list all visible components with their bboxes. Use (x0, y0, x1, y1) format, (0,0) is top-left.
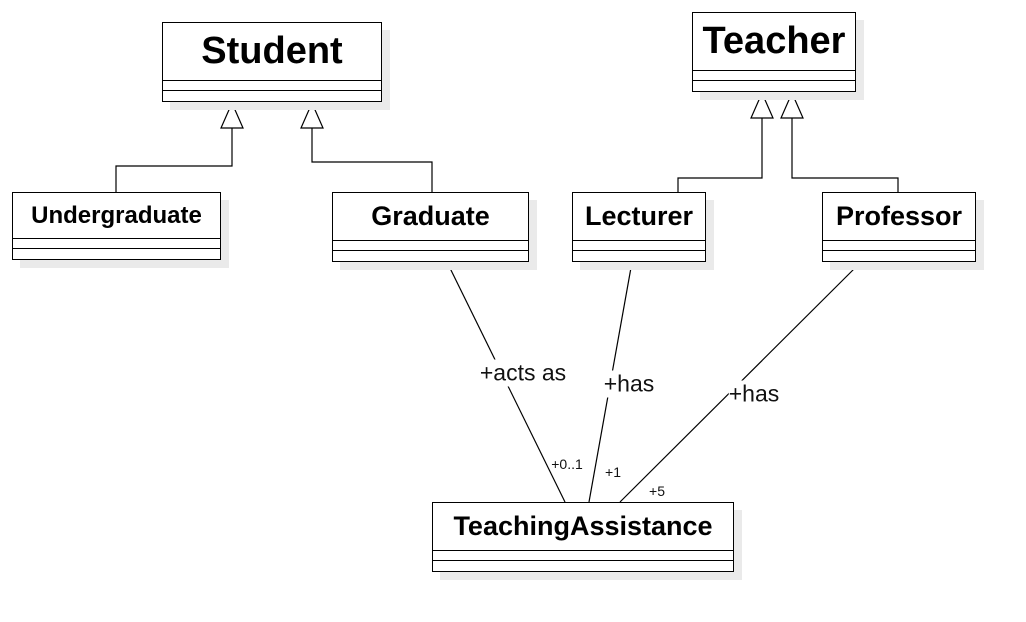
generalization-undergraduate-student (115, 128, 233, 192)
methods-section (433, 561, 733, 571)
multiplicity-label: +1 (605, 464, 621, 480)
methods-section (13, 249, 220, 259)
attributes-section (333, 241, 528, 251)
multiplicity-label: +0..1 (551, 456, 583, 472)
class-name: Student (163, 23, 381, 81)
association-role-label: +acts as (479, 359, 567, 387)
inheritance-arrowhead (750, 91, 774, 119)
class-graduate[interactable]: Graduate (332, 192, 529, 262)
multiplicity-label: +5 (649, 483, 665, 499)
generalization-lecturer-teacher (677, 118, 763, 192)
class-name: Undergraduate (13, 193, 220, 239)
class-professor[interactable]: Professor (822, 192, 976, 262)
methods-section (573, 251, 705, 261)
inheritance-arrowhead (300, 101, 324, 129)
attributes-section (573, 241, 705, 251)
class-name: Teacher (693, 13, 855, 71)
generalization-graduate-student (311, 128, 433, 192)
methods-section (333, 251, 528, 261)
class-teacher[interactable]: Teacher (692, 12, 856, 92)
attributes-section (823, 241, 975, 251)
class-name: Professor (823, 193, 975, 241)
methods-section (163, 91, 381, 101)
attributes-section (693, 71, 855, 81)
class-name: Lecturer (573, 193, 705, 241)
inheritance-arrowhead (780, 91, 804, 119)
class-name: TeachingAssistance (433, 503, 733, 551)
association-role-label: +has (603, 370, 655, 398)
generalization-professor-teacher (791, 118, 899, 192)
class-lecturer[interactable]: Lecturer (572, 192, 706, 262)
methods-section (693, 81, 855, 91)
class-student[interactable]: Student (162, 22, 382, 102)
methods-section (823, 251, 975, 261)
class-teaching-assistance[interactable]: TeachingAssistance (432, 502, 734, 572)
inheritance-arrowhead (220, 101, 244, 129)
class-undergraduate[interactable]: Undergraduate (12, 192, 221, 260)
attributes-section (13, 239, 220, 249)
attributes-section (163, 81, 381, 91)
association-role-label: +has (728, 380, 780, 408)
attributes-section (433, 551, 733, 561)
class-name: Graduate (333, 193, 528, 241)
